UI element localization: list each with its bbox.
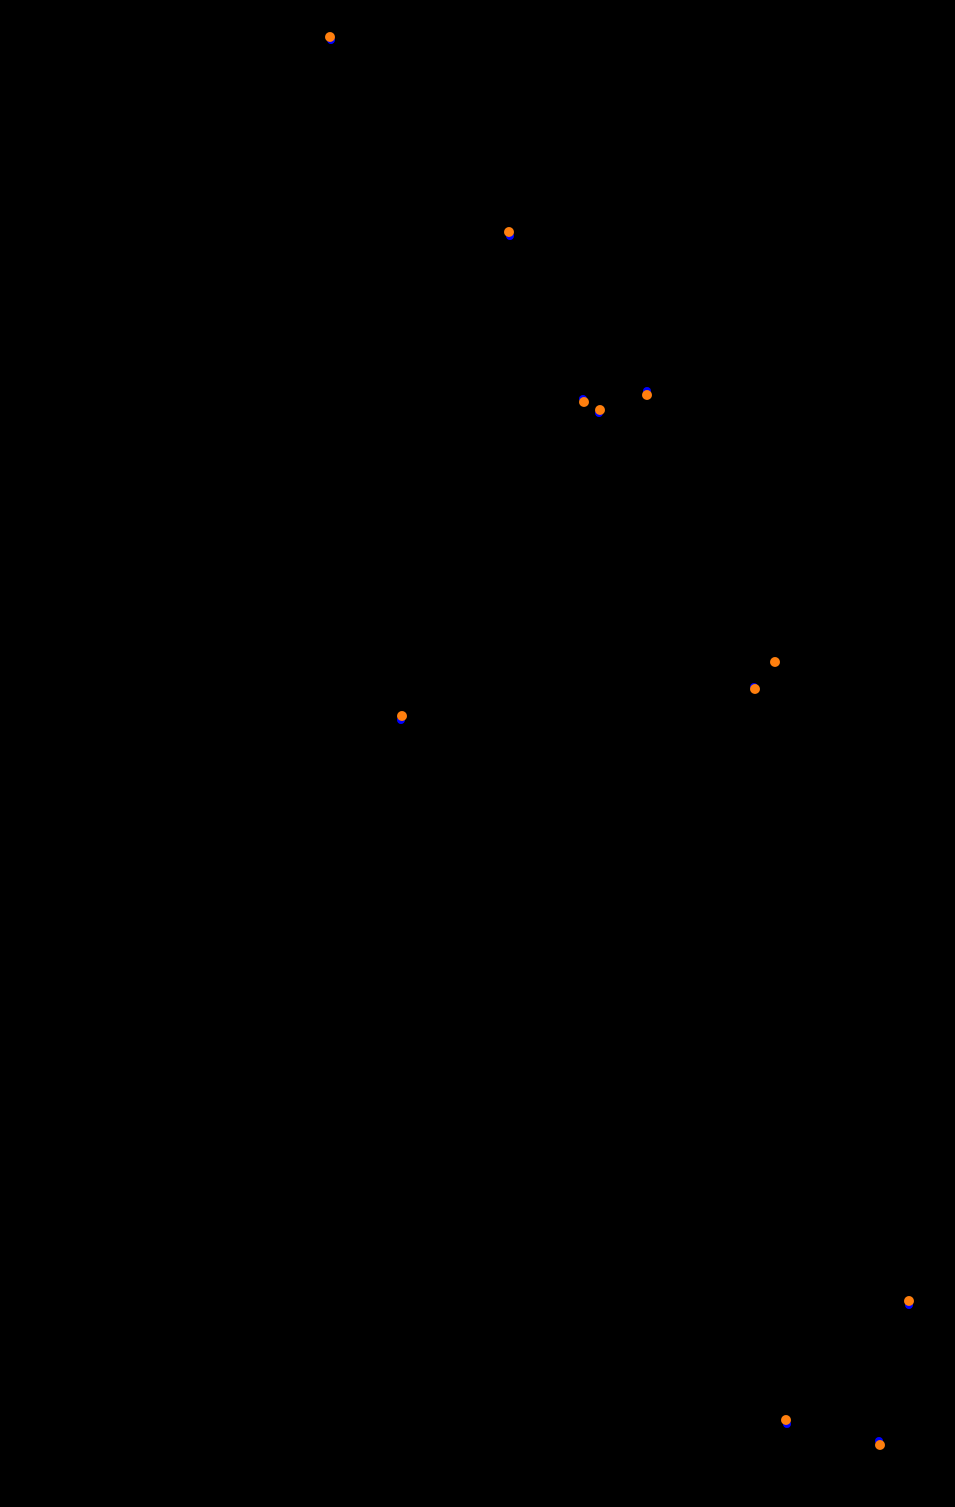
series-orange-points (325, 32, 914, 1450)
scatter-point (904, 1296, 914, 1306)
scatter-point (595, 405, 605, 415)
scatter-point (875, 1440, 885, 1450)
scatter-point (325, 32, 335, 42)
scatter-point (397, 711, 407, 721)
scatter-point (642, 390, 652, 400)
scatter-point (781, 1415, 791, 1425)
scatter-point (750, 684, 760, 694)
scatter-point (579, 397, 589, 407)
scatter-point (504, 227, 514, 237)
scatter-point (770, 657, 780, 667)
